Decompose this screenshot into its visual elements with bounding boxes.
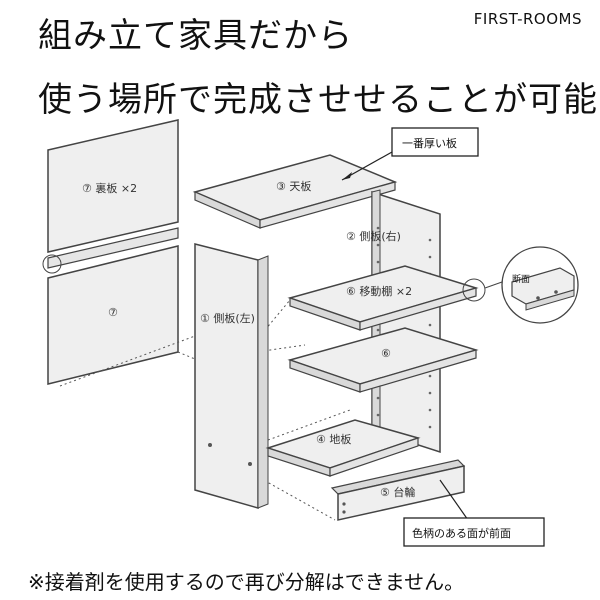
back-panel-lower-label: ⑦ (108, 306, 118, 319)
headline-line-1: 組み立て家具だから (38, 16, 353, 56)
footer-note: ※接着剤を使用するので再び分解はできません。 (28, 570, 465, 594)
side-left-label: ① 側板(左) (200, 311, 255, 325)
back-panel-label: ⑦ 裏板 ×2 (82, 181, 137, 195)
base-board: ⑤ 台輪 (330, 459, 466, 521)
joint-strip (42, 227, 179, 274)
top-board: ③ 天板 (192, 154, 398, 229)
bottom-board-label: ④ 地板 (316, 432, 351, 446)
cross-section-label: 断面 (512, 273, 530, 285)
bottom-board: ④ 地板 (265, 419, 421, 477)
shelf-6-label: ⑥ (381, 347, 391, 360)
back-panel-upper: ⑦ 裏板 ×2 (47, 119, 179, 253)
top-board-label: ③ 天板 (276, 179, 311, 193)
back-panel-lower: ⑦ (47, 245, 179, 385)
side-right-label: ② 側板(右) (346, 229, 401, 243)
callout-thickest-text: 一番厚い板 (402, 136, 457, 150)
brand-name: FIRST-ROOMS (473, 10, 582, 28)
base-label: ⑤ 台輪 (380, 485, 415, 499)
movable-shelf-2: ⑥ (287, 327, 479, 393)
callout-front-face-text: 色柄のある面が前面 (412, 526, 511, 540)
movable-shelf-label: ⑥ 移動棚 ×2 (346, 284, 412, 298)
callout-thickest: 一番厚い板 (341, 127, 479, 181)
callout-cross-section: 断面 (484, 246, 579, 324)
movable-shelf-1: ⑥ 移動棚 ×2 (287, 265, 486, 331)
headline-line-2: 使う場所で完成させせることが可能 (38, 80, 598, 120)
guide-lines (59, 299, 351, 521)
side-panel-left: ① 側板(左) (194, 243, 269, 509)
callout-front-face: 色柄のある面が前面 (403, 479, 545, 547)
